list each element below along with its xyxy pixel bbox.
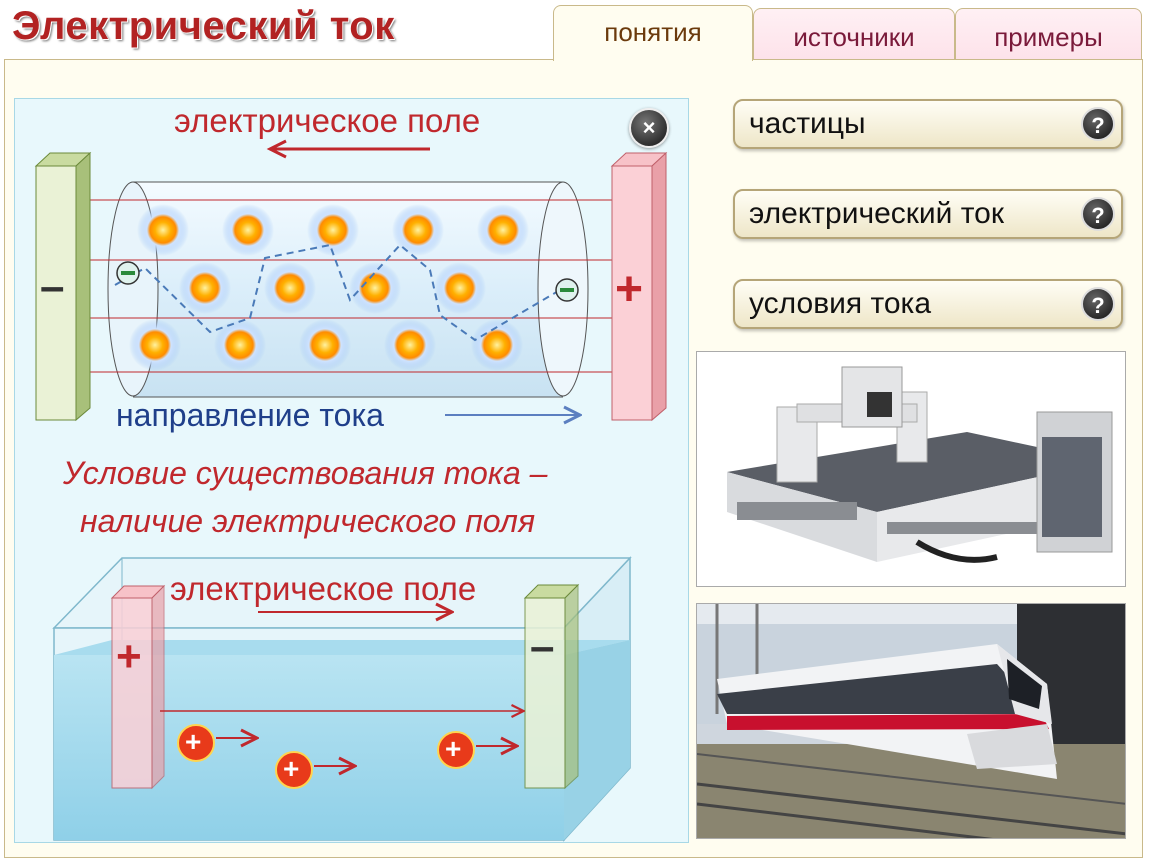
- cathode-minus-sign: –: [530, 622, 555, 671]
- field-label-bottom: электрическое поле: [170, 570, 477, 607]
- particles-button[interactable]: частицы ?: [733, 99, 1123, 149]
- current-conditions-button[interactable]: условия тока ?: [733, 279, 1123, 329]
- condition-line2: наличие электрического поля: [80, 503, 536, 539]
- tab-sources[interactable]: источники: [753, 8, 955, 60]
- page-title: Электрический ток: [12, 4, 395, 48]
- electron-right: [555, 278, 579, 302]
- cnc-machine-photo: [696, 351, 1126, 587]
- cathode-electrode: [523, 583, 580, 790]
- positive-ion-1: [177, 724, 255, 762]
- electron-path: [114, 243, 561, 342]
- current-conditions-label: условия тока: [749, 287, 932, 320]
- minus-sign: –: [40, 262, 65, 311]
- train-photo: [696, 603, 1126, 839]
- ion-sign-2: +: [283, 753, 300, 784]
- tab-concepts[interactable]: понятия: [553, 5, 753, 61]
- electrolyte-tank: [52, 556, 632, 842]
- positive-ion-3: [437, 731, 515, 769]
- question-icon[interactable]: ?: [1081, 197, 1115, 231]
- ion-sign-1: +: [185, 726, 202, 757]
- negative-plate: [34, 151, 92, 422]
- anode-plus-sign: +: [116, 632, 142, 681]
- field-label-top: электрическое поле: [174, 102, 481, 139]
- ion-sign-3: +: [445, 733, 462, 764]
- electric-current-label: электрический ток: [749, 197, 1004, 230]
- condition-line1: Условие существования тока –: [63, 455, 548, 491]
- question-icon[interactable]: ?: [1081, 107, 1115, 141]
- particles-label: частицы: [749, 107, 866, 140]
- close-icon[interactable]: ×: [629, 108, 669, 148]
- ion-lattice: [129, 204, 529, 371]
- electric-current-button[interactable]: электрический ток ?: [733, 189, 1123, 239]
- current-direction-label: направление тока: [116, 397, 384, 433]
- positive-ion-2: [275, 751, 353, 789]
- plus-sign: +: [615, 263, 644, 316]
- positive-plate: [610, 151, 668, 422]
- tab-examples[interactable]: примеры: [955, 8, 1142, 60]
- electron-left: [116, 261, 140, 285]
- question-icon[interactable]: ?: [1081, 287, 1115, 321]
- anode-electrode: [110, 584, 166, 790]
